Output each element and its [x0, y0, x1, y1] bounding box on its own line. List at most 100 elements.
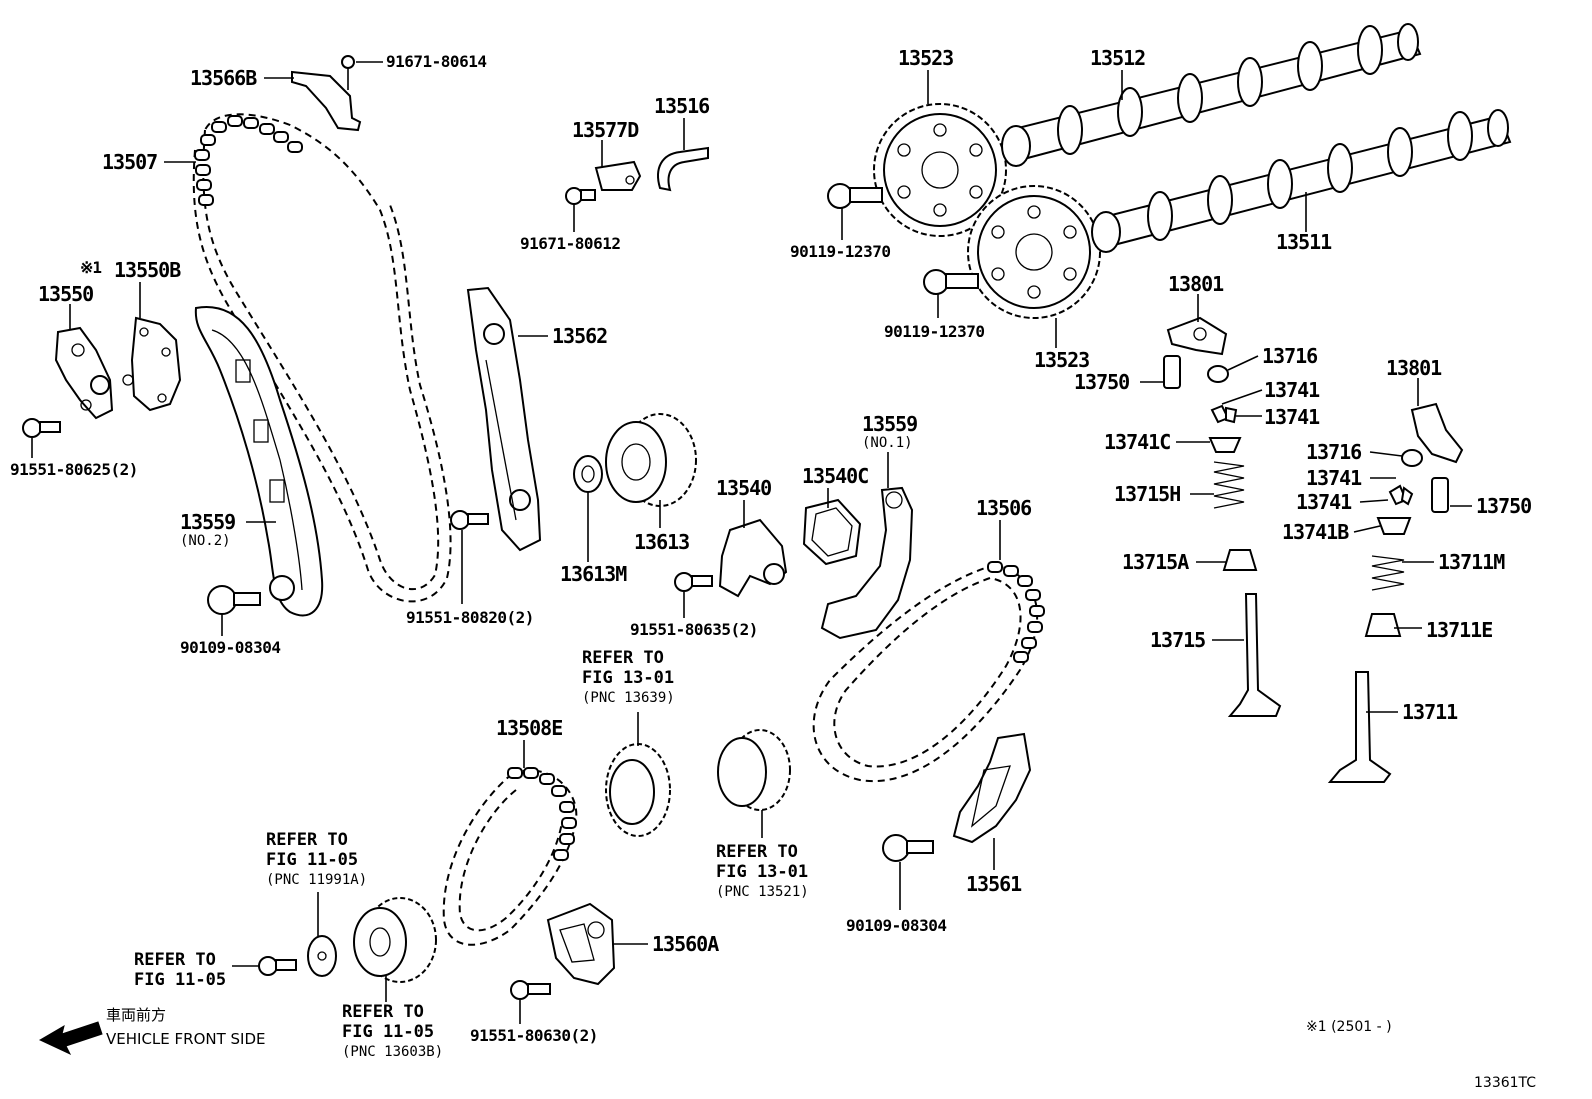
- bolt-91551-80635: [674, 572, 713, 592]
- bolt-ref-11-05: [258, 956, 297, 976]
- seal-13715A: [1222, 549, 1258, 571]
- chain-guide-13559-no1: [820, 486, 914, 640]
- retainer-13741C: [1208, 437, 1242, 453]
- label-13512: 13512: [1090, 46, 1146, 70]
- label-13511: 13511: [1276, 230, 1332, 254]
- bracket-13566B: [291, 55, 362, 132]
- cam-sprocket-ref-13521: [717, 729, 791, 811]
- refer-line-2: FIG 11-05: [266, 850, 359, 870]
- lash-adjuster-13750-right: [1431, 477, 1449, 513]
- cam-sprocket-13523-upper: [873, 103, 1007, 237]
- refer-block-13639: REFER TO FIG 13-01 (PNC 13639): [582, 650, 675, 706]
- label-13507: 13507: [102, 150, 158, 174]
- rocker-arm-13801-left: [1166, 316, 1228, 356]
- direction-label-jp: 車両前方: [106, 1006, 167, 1024]
- spring-13715H: [1213, 461, 1245, 509]
- chain-guide-13562: [466, 286, 542, 552]
- label-91551-80630: 91551-80630(2): [470, 1026, 598, 1045]
- label-13559-no1: 13559: [862, 412, 918, 436]
- label-90119-12370-lower: 90119-12370: [884, 322, 985, 341]
- bolt-91551-80625: [22, 418, 61, 438]
- chain-guide-13561: [952, 732, 1032, 844]
- bushing-13613M: [573, 455, 603, 493]
- label-13711M: 13711M: [1438, 550, 1505, 574]
- label-13550: 13550: [38, 282, 94, 306]
- label-13508E: 13508E: [496, 716, 563, 740]
- label-13506: 13506: [976, 496, 1032, 520]
- label-13715H: 13715H: [1114, 482, 1181, 506]
- shim-13716-right: [1401, 449, 1423, 467]
- label-13523-upper: 13523: [898, 46, 954, 70]
- hose-13516: [657, 146, 709, 192]
- refer-block-13521: REFER TO FIG 13-01 (PNC 13521): [716, 842, 809, 900]
- applicability-note: ※1 (2501 - ): [1306, 1019, 1392, 1035]
- label-13540: 13540: [716, 476, 772, 500]
- camshaft-13512: [1001, 23, 1422, 167]
- gasket-13550B: [122, 316, 182, 412]
- label-13711: 13711: [1402, 700, 1458, 724]
- label-13566B: 13566B: [190, 66, 257, 90]
- washer-ref-11991A: [307, 935, 337, 977]
- keepers-13741-right: [1388, 484, 1414, 506]
- bolt-91671-80612: [565, 187, 596, 205]
- label-13715: 13715: [1150, 628, 1206, 652]
- label-91671-80612: 91671-80612: [520, 234, 621, 253]
- chain-tensioner-13560A: [546, 902, 616, 986]
- refer-line-3: (PNC 11991A): [266, 872, 368, 888]
- leader-lines: [31, 61, 1472, 1024]
- refer-line-3: (PNC 13521): [716, 884, 809, 900]
- valve-13711: [1327, 671, 1392, 783]
- label-13801-right: 13801: [1386, 356, 1442, 380]
- label-13559-no2-sub: (NO.2): [180, 533, 231, 549]
- label-13741-a: 13741: [1264, 378, 1320, 402]
- label-13540C: 13540C: [802, 464, 869, 488]
- figure-code: 13361TC: [1474, 1075, 1537, 1091]
- bracket-13577D: [594, 160, 642, 191]
- label-13715A: 13715A: [1122, 550, 1189, 574]
- bolt-90119-12370-upper: [827, 183, 883, 209]
- keepers-13741-left: [1210, 404, 1238, 424]
- direction-label-en: VEHICLE FRONT SIDE: [106, 1030, 266, 1048]
- label-13550B-note-mark: ※1: [80, 258, 102, 277]
- label-13559-no1-sub: (NO.1): [862, 435, 913, 451]
- rocker-arm-13801-right: [1410, 402, 1464, 464]
- label-91671-80614: 91671-80614: [386, 52, 487, 71]
- vehicle-front-arrow-icon: [38, 1021, 103, 1056]
- camshaft-13511: [1091, 109, 1512, 253]
- shim-13716-left: [1207, 365, 1229, 383]
- refer-line-1: REFER TO: [716, 842, 798, 862]
- refer-line-1: REFER TO: [134, 950, 216, 970]
- label-91551-80820: 91551-80820(2): [406, 608, 534, 627]
- label-90109-08304-left: 90109-08304: [180, 638, 281, 657]
- refer-line-1: REFER TO: [266, 830, 348, 850]
- label-13561: 13561: [966, 872, 1022, 896]
- label-91551-80635: 91551-80635(2): [630, 620, 758, 639]
- label-13741C: 13741C: [1104, 430, 1171, 454]
- bolt-91551-80630: [510, 980, 551, 1000]
- refer-line-2: FIG 11-05: [342, 1022, 435, 1042]
- label-13613: 13613: [634, 530, 690, 554]
- valve-13715: [1227, 593, 1282, 717]
- label-13613M: 13613M: [560, 562, 627, 586]
- cam-sprocket-13523-lower: [967, 185, 1101, 319]
- label-13741-d: 13741: [1296, 490, 1352, 514]
- gasket-13540C: [802, 498, 862, 566]
- chain-tensioner-13540: [718, 518, 788, 598]
- seal-13711E: [1364, 613, 1402, 637]
- refer-line-2: FIG 11-05: [134, 970, 227, 990]
- label-13516: 13516: [654, 94, 710, 118]
- refer-block-11-05: REFER TO FIG 11-05: [134, 952, 226, 989]
- label-13562: 13562: [552, 324, 608, 348]
- label-91551-80625: 91551-80625(2): [10, 460, 138, 479]
- refer-block-13603B: REFER TO FIG 11-05 (PNC 13603B): [342, 1004, 443, 1060]
- chain-guide-13559-no2: [194, 305, 324, 617]
- label-13716-right: 13716: [1306, 440, 1362, 464]
- lash-adjuster-13750-left: [1163, 355, 1181, 389]
- timing-chain-13507: [192, 113, 452, 603]
- label-13750-right: 13750: [1476, 494, 1532, 518]
- bolt-90119-12370-lower: [923, 269, 979, 295]
- crank-sprocket-ref-13603B: [353, 897, 437, 983]
- label-13741-c: 13741: [1306, 466, 1362, 490]
- label-13550B: 13550B: [114, 258, 181, 282]
